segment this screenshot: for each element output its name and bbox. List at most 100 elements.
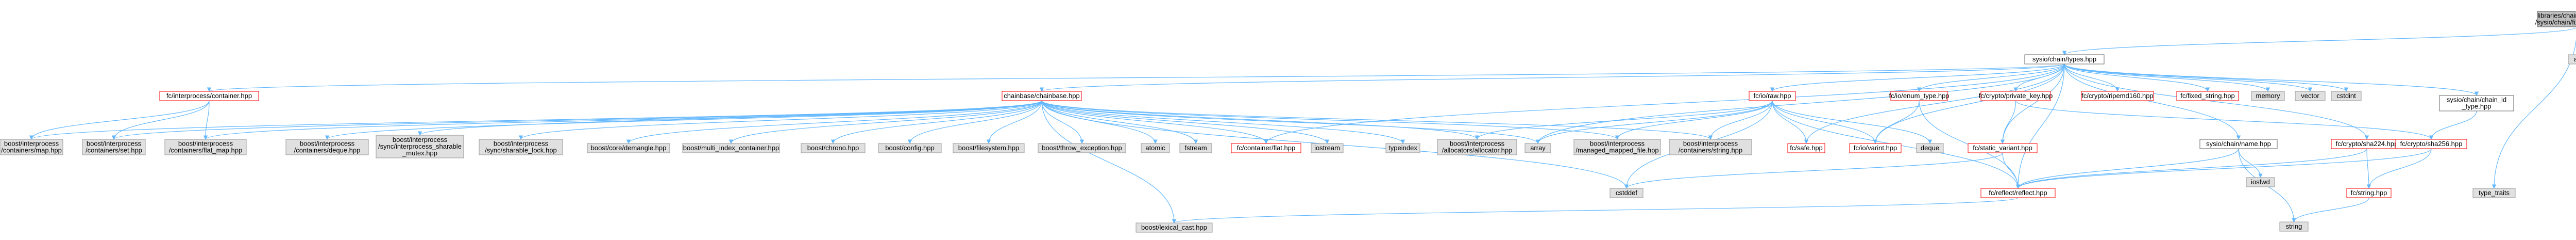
edge-static_variant-to-cstddef	[1624, 152, 2003, 189]
edge-types-to-chain_id	[2064, 63, 2479, 96]
node-demangle[interactable]: boost/core/demangle.hpp	[587, 143, 670, 153]
node-static_variant[interactable]: fc/static_variant.hpp	[1968, 143, 2038, 153]
edge-types-to-name	[2064, 63, 2241, 140]
edge-reflect-to-lexical_cast	[1172, 197, 2019, 223]
node-box	[1849, 143, 1902, 153]
node-reflect[interactable]: fc/reflect/reflect.hpp	[1980, 188, 2056, 198]
edge-chainbase-to-ipc_set	[112, 100, 1042, 140]
edge-chainbase-to-allocator	[1041, 100, 1480, 140]
node-multi_index[interactable]: boost/multi_index_container.hpp	[682, 143, 780, 153]
node-label: boost/throw_exception.hpp	[1042, 144, 1122, 152]
node-throw_exception[interactable]: boost/throw_exception.hpp	[1038, 143, 1126, 153]
node-box	[1038, 143, 1126, 153]
node-box	[2024, 54, 2105, 65]
node-label: boost/interprocess	[300, 140, 355, 148]
edge-enum_type-to-varint	[1873, 100, 1920, 144]
node-label: deque	[1921, 144, 1939, 152]
edge-types-to-container	[207, 63, 2065, 92]
edge-chainbase-to-throw_exception	[1041, 100, 1084, 144]
node-label: /allocators/allocator.hpp	[1442, 147, 1513, 154]
node-box	[2395, 139, 2467, 149]
node-box	[1749, 91, 1796, 101]
node-box	[2472, 188, 2516, 198]
node-container[interactable]: fc/interprocess/container.hpp	[159, 91, 259, 101]
node-array[interactable]: array	[1524, 143, 1551, 153]
node-label: fc/crypto/sha256.hpp	[2400, 140, 2463, 148]
node-lexical_cast[interactable]: boost/lexical_cast.hpp	[1136, 222, 1213, 233]
node-std_string[interactable]: string	[2279, 221, 2309, 232]
node-label: memory	[2256, 92, 2280, 100]
node-sha224[interactable]: fc/crypto/sha224.hpp	[2331, 139, 2403, 149]
node-label: algorithm	[2574, 55, 2576, 63]
node-config[interactable]: boost/config.hpp	[878, 143, 942, 153]
edge-io_raw-to-ipc_string	[1708, 100, 1773, 140]
edge-sha256-to-reflect	[2015, 148, 2432, 189]
edge-container-to-ipc_map	[29, 100, 210, 140]
node-ipc_sharable_mutex[interactable]: boost/interprocess/sync/interprocess_sha…	[376, 135, 464, 158]
node-label: boost/chrono.hpp	[807, 144, 859, 152]
node-box	[878, 143, 942, 153]
node-label: /containers/set.hpp	[86, 147, 142, 154]
node-filesystem[interactable]: boost/filesystem.hpp	[953, 143, 1025, 153]
node-label: boost/interprocess	[393, 136, 448, 143]
node-atomic[interactable]: atomic	[1141, 143, 1170, 153]
node-chainbase[interactable]: chainbase/chainbase.hpp	[1002, 91, 1082, 101]
node-iostream[interactable]: iostream	[1311, 143, 1344, 153]
node-label: /containers/string.hpp	[1679, 147, 1742, 154]
node-ipc_map[interactable]: boost/interprocess/containers/map.hpp	[0, 139, 63, 155]
node-root[interactable]: libraries/chainbase/include/sysio/chain/…	[2535, 11, 2576, 27]
node-types[interactable]: sysio/chain/types.hpp	[2024, 54, 2105, 65]
node-cstdint[interactable]: cstdint	[2331, 91, 2362, 101]
node-ripemd160[interactable]: fc/crypto/ripemd160.hpp	[2081, 91, 2154, 101]
node-box	[2568, 54, 2576, 65]
node-label: fc/io/varint.hpp	[1854, 144, 1897, 152]
node-sha256[interactable]: fc/crypto/sha256.hpp	[2395, 139, 2467, 149]
node-box	[479, 139, 563, 155]
node-label: boost/interprocess	[87, 140, 142, 148]
node-ipc_set[interactable]: boost/interprocess/containers/set.hpp	[82, 139, 146, 155]
node-allocator[interactable]: boost/interprocess/allocators/allocator.…	[1437, 139, 1517, 155]
node-chrono[interactable]: boost/chrono.hpp	[801, 143, 866, 153]
node-safe[interactable]: fc/safe.hpp	[1787, 143, 1825, 153]
node-memory[interactable]: memory	[2251, 91, 2285, 101]
node-fstream[interactable]: fstream	[1179, 143, 1212, 153]
edge-container-to-ipc_flat_map	[203, 100, 210, 140]
node-chain_id[interactable]: sysio/chain/chain_id_type.hpp	[2439, 95, 2514, 111]
node-ipc_flat_map[interactable]: boost/interprocess/containers/flat_map.h…	[164, 139, 247, 155]
node-io_raw[interactable]: fc/io/raw.hpp	[1749, 91, 1796, 101]
edges-layer	[29, 27, 2576, 223]
node-label: type_traits	[2479, 189, 2510, 197]
node-flat[interactable]: fc/container/flat.hpp	[1231, 143, 1301, 153]
node-enum_type[interactable]: fc/io/enum_type.hpp	[1889, 91, 1950, 101]
node-private_key[interactable]: fc/crypto/private_key.hpp	[1979, 91, 2053, 101]
node-box	[1437, 139, 1517, 155]
node-label: boost/core/demangle.hpp	[591, 144, 667, 152]
node-vector[interactable]: vector	[2295, 91, 2326, 101]
node-varint[interactable]: fc/io/varint.hpp	[1849, 143, 1902, 153]
node-ipc_string[interactable]: boost/interprocess/containers/string.hpp	[1669, 139, 1752, 155]
edge-chainbase-to-lexical_cast	[1041, 100, 1177, 223]
node-label: /sync/sharable_lock.hpp	[485, 147, 556, 154]
node-ipc_deque[interactable]: boost/interprocess/containers/deque.hpp	[285, 139, 369, 155]
node-fc_string[interactable]: fc/string.hpp	[2346, 188, 2392, 198]
node-iosfwd[interactable]: iosfwd	[2246, 177, 2275, 187]
edge-io_raw-to-array	[1535, 100, 1773, 144]
node-box	[2439, 95, 2514, 111]
node-mapped_file[interactable]: boost/interprocess/managed_mapped_file.h…	[1573, 139, 1661, 155]
node-name[interactable]: sysio/chain/name.hpp	[2199, 139, 2278, 149]
node-typeindex[interactable]: typeindex	[1385, 143, 1420, 153]
edge-types-to-memory	[2064, 63, 2270, 92]
node-label: boost/config.hpp	[885, 144, 934, 152]
node-box	[801, 143, 866, 153]
node-label: _type.hpp	[2461, 103, 2491, 110]
node-ipc_sharable_lock[interactable]: boost/interprocess/sync/sharable_lock.hp…	[479, 139, 563, 155]
node-fixed_string[interactable]: fc/fixed_string.hpp	[2176, 91, 2239, 101]
node-algorithm[interactable]: algorithm	[2568, 54, 2576, 65]
node-deque[interactable]: deque	[1916, 143, 1944, 153]
node-cstddef[interactable]: cstddef	[1609, 188, 1643, 198]
node-box	[953, 143, 1025, 153]
node-box	[1980, 91, 2051, 101]
node-box	[1385, 143, 1420, 153]
node-type_traits[interactable]: type_traits	[2472, 188, 2516, 198]
